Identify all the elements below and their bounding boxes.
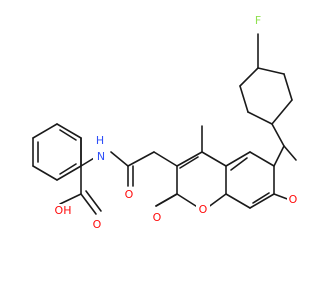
bond <box>257 67 285 75</box>
bond <box>271 123 285 147</box>
bond <box>206 193 227 209</box>
bond-double <box>85 190 102 212</box>
bond <box>201 151 227 167</box>
bond <box>283 73 293 101</box>
carbonyl-oxygen-lactone-label: O <box>153 211 162 224</box>
ring-oxygen-pyranone-label: O <box>199 203 208 216</box>
bond <box>176 193 200 209</box>
carbonyl-oxygen-amide-label: O <box>125 188 134 201</box>
bond <box>247 111 273 125</box>
bond <box>110 151 129 167</box>
nitrogen-h-label: H <box>96 134 104 147</box>
fluorine-label: F <box>255 14 261 27</box>
bond <box>271 99 293 125</box>
bond <box>80 193 97 215</box>
bond <box>56 123 82 139</box>
ring-oxygen-furan-label: O <box>289 193 298 206</box>
hydroxyl-label: OH <box>55 204 72 217</box>
bond-double <box>179 156 199 169</box>
bond <box>127 151 155 167</box>
bond <box>283 145 297 161</box>
bond-double <box>155 193 178 207</box>
molecule-structure-diagram: F H N OH O O O O O <box>32 13 300 232</box>
bond-double <box>252 192 270 204</box>
bond <box>273 145 285 167</box>
bond <box>32 165 58 181</box>
bond <box>249 193 275 209</box>
bond-double <box>59 129 77 141</box>
atom-labels-layer: F H N OH O O O O O <box>52 13 300 232</box>
nitrogen-label: N <box>97 150 105 163</box>
bond-double <box>230 157 248 171</box>
bond <box>239 85 249 113</box>
bond <box>176 151 203 167</box>
bond <box>225 193 251 209</box>
bond <box>239 67 259 87</box>
bond <box>249 151 275 167</box>
bond <box>153 151 178 167</box>
bond-double <box>59 163 77 175</box>
bonds-layer <box>32 33 297 215</box>
bond <box>56 165 82 181</box>
bond <box>225 151 251 167</box>
bond <box>59 193 82 205</box>
bond <box>32 123 58 139</box>
carbonyl-oxygen-acid-label: O <box>93 218 102 231</box>
